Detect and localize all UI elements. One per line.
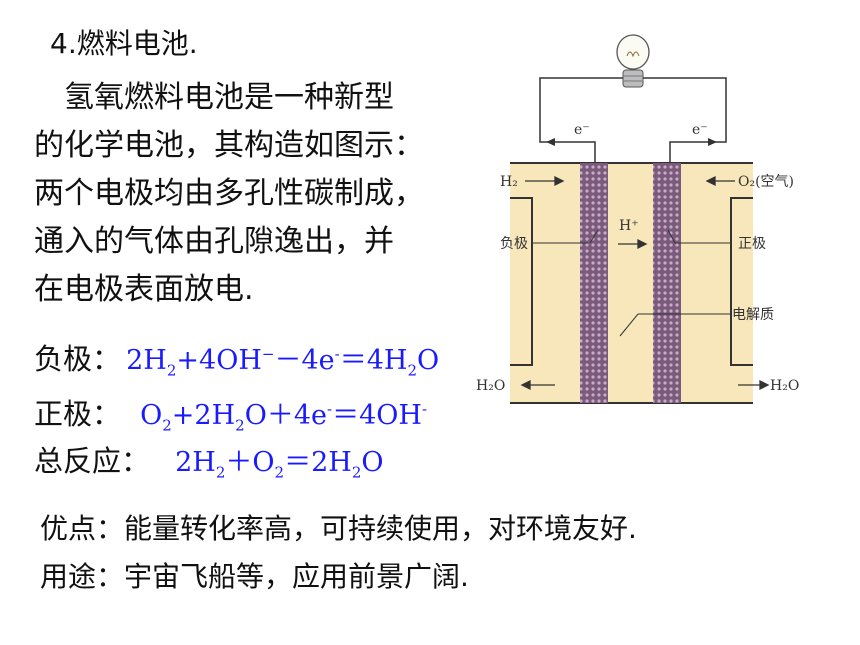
water-left-label: H₂O [476, 378, 505, 394]
positive-electrode-label: 正极 [738, 236, 766, 252]
negative-electrode [580, 163, 608, 403]
fuel-cell-diagram: e⁻ e⁻ H₂ O₂(空气) H⁺ 负极 正极 电解质 H₂O H₂O [476, 34, 799, 404]
overall-equation-row: 总反应： 2H2＋O2＝2H2O [34, 438, 384, 481]
water-right-label: H₂O [770, 378, 799, 394]
electron-left-label: e⁻ [574, 122, 590, 138]
external-circuit [539, 77, 727, 163]
negative-equation: 2H2+4OH−－4e-＝4H2O [126, 345, 440, 380]
negative-equation-row: 负极： 2H2+4OH−－4e-＝4H2O [34, 336, 439, 379]
positive-equation: O2+2H2O＋4e-＝4OH- [140, 400, 428, 435]
h2-inlet-label: H₂ [500, 174, 518, 190]
intro-line: 两个电极均由多孔性碳制成， [34, 176, 424, 211]
advantages-text: 优点：能量转化率高，可持续使用，对环境友好. [40, 512, 637, 545]
leader-lines [532, 229, 732, 337]
negative-electrode-label: 负极 [500, 236, 528, 252]
flow-arrows [520, 175, 770, 391]
intro-line: 在电极表面放电. [34, 272, 254, 307]
intro-line: 氢氧燃料电池是一种新型 [34, 80, 394, 115]
electron-arrow-icon [546, 138, 717, 146]
positive-electrode [653, 163, 681, 403]
electron-right-label: e⁻ [692, 122, 708, 138]
negative-label: 负极： [34, 342, 122, 376]
positive-label: 正极： [34, 397, 122, 431]
overall-label: 总反应： [34, 444, 151, 478]
electrolyte-label: 电解质 [732, 307, 774, 323]
o2-inlet-label: O₂(空气) [738, 174, 794, 190]
section-heading: 4.燃料电池. [50, 27, 198, 60]
cell-body [510, 163, 753, 403]
uses-text: 用途：宇宙飞船等，应用前景广阔. [40, 560, 469, 593]
light-bulb-icon [616, 34, 650, 88]
intro-line: 的化学电池，其构造如图示： [34, 128, 424, 163]
positive-equation-row: 正极： O2+2H2O＋4e-＝4OH- [34, 391, 427, 434]
overall-equation: 2H2＋O2＝2H2O [175, 447, 384, 482]
intro-line: 通入的气体由孔隙逸出，并 [34, 224, 394, 259]
cell-walls [510, 162, 753, 404]
proton-label: H⁺ [619, 218, 639, 234]
